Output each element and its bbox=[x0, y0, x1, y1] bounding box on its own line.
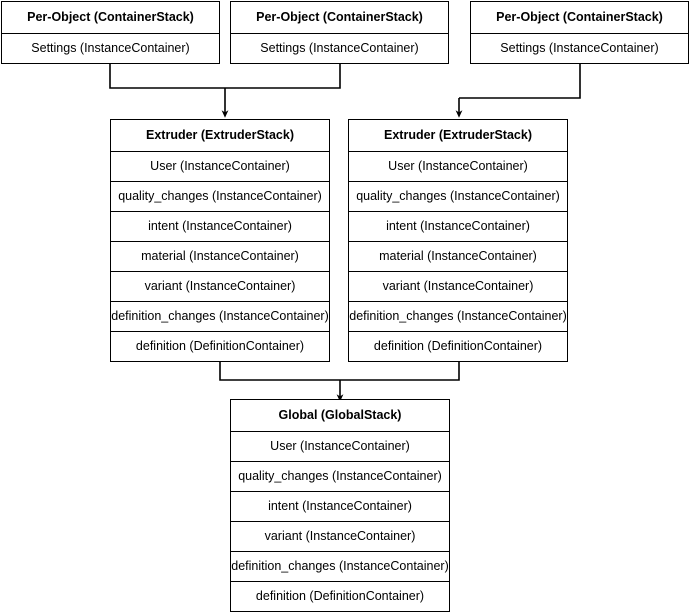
per-object-stack-2-row-settings[interactable]: Settings (InstanceContainer) bbox=[231, 33, 448, 63]
extruder-stack-2-row-variant[interactable]: variant (InstanceContainer) bbox=[349, 271, 567, 301]
connector-extruder-1-to-global bbox=[219, 361, 340, 381]
per-object-stack-3-header: Per-Object (ContainerStack) bbox=[496, 10, 663, 24]
extruder-stack-1-row-variant[interactable]: variant (InstanceContainer) bbox=[111, 271, 329, 301]
extruder-stack-1-row-material[interactable]: material (InstanceContainer) bbox=[111, 241, 329, 271]
global-stack-row-user[interactable]: User (InstanceContainer) bbox=[231, 431, 449, 461]
extruder-stack-2-row-definition-changes[interactable]: definition_changes (InstanceContainer) bbox=[349, 301, 567, 331]
extruder-stack-2-row-material[interactable]: material (InstanceContainer) bbox=[349, 241, 567, 271]
extruder-stack-2-row-quality-changes[interactable]: quality_changes (InstanceContainer) bbox=[349, 181, 567, 211]
connector-per-object-3-to-extruder-2 bbox=[455, 58, 581, 118]
per-object-stack-1-header: Per-Object (ContainerStack) bbox=[27, 10, 194, 24]
extruder-stack-1-row-user[interactable]: User (InstanceContainer) bbox=[111, 151, 329, 181]
global-stack-row-intent[interactable]: intent (InstanceContainer) bbox=[231, 491, 449, 521]
per-object-stack-3-row-settings[interactable]: Settings (InstanceContainer) bbox=[471, 33, 688, 63]
extruder-stack-1-row-definition-changes[interactable]: definition_changes (InstanceContainer) bbox=[111, 301, 329, 331]
global-stack-row-definition-changes[interactable]: definition_changes (InstanceContainer) bbox=[231, 551, 449, 581]
extruder-stack-1-row-intent[interactable]: intent (InstanceContainer) bbox=[111, 211, 329, 241]
global-stack-header: Global (GlobalStack) bbox=[278, 408, 402, 422]
per-object-stack-3[interactable]: Per-Object (ContainerStack) Settings (In… bbox=[470, 1, 689, 64]
extruder-stack-2[interactable]: Extruder (ExtruderStack) User (InstanceC… bbox=[348, 119, 568, 362]
global-stack-row-quality-changes[interactable]: quality_changes (InstanceContainer) bbox=[231, 461, 449, 491]
extruder-stack-1-row-definition[interactable]: definition (DefinitionContainer) bbox=[111, 331, 329, 361]
per-object-stack-1[interactable]: Per-Object (ContainerStack) Settings (In… bbox=[1, 1, 220, 64]
extruder-stack-1-header: Extruder (ExtruderStack) bbox=[146, 128, 294, 142]
extruder-stack-2-row-user[interactable]: User (InstanceContainer) bbox=[349, 151, 567, 181]
extruder-stack-1-row-quality-changes[interactable]: quality_changes (InstanceContainer) bbox=[111, 181, 329, 211]
global-stack-row-variant[interactable]: variant (InstanceContainer) bbox=[231, 521, 449, 551]
per-object-stack-2-header: Per-Object (ContainerStack) bbox=[256, 10, 423, 24]
global-stack-row-definition[interactable]: definition (DefinitionContainer) bbox=[231, 581, 449, 611]
global-stack[interactable]: Global (GlobalStack) User (InstanceConta… bbox=[230, 399, 450, 612]
extruder-stack-2-row-definition[interactable]: definition (DefinitionContainer) bbox=[349, 331, 567, 361]
extruder-stack-2-header: Extruder (ExtruderStack) bbox=[384, 128, 532, 142]
connector-extruder-2-to-global bbox=[340, 361, 460, 381]
extruder-stack-2-row-intent[interactable]: intent (InstanceContainer) bbox=[349, 211, 567, 241]
per-object-stack-2[interactable]: Per-Object (ContainerStack) Settings (In… bbox=[230, 1, 449, 64]
extruder-stack-1[interactable]: Extruder (ExtruderStack) User (InstanceC… bbox=[110, 119, 330, 362]
per-object-stack-1-row-settings[interactable]: Settings (InstanceContainer) bbox=[2, 33, 219, 63]
